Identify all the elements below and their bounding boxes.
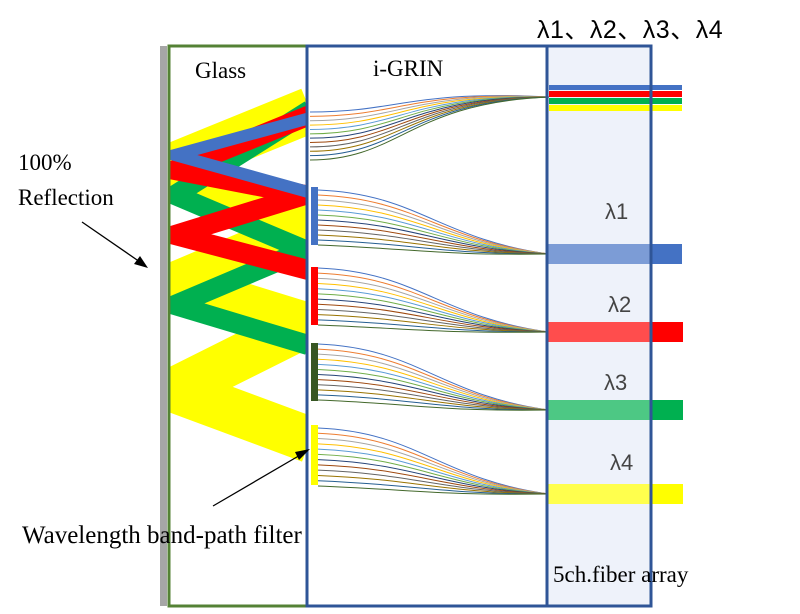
reflection-percent: 100% [18, 150, 72, 175]
glass-label: Glass [195, 58, 247, 83]
grin-ray [317, 194, 550, 255]
grin-ray [317, 272, 550, 333]
grin-ray [309, 96, 550, 161]
grin-ray [317, 348, 550, 411]
grin-ray-fans [309, 95, 550, 495]
grin-ray [309, 96, 550, 144]
grin-ray [309, 95, 550, 122]
grin-ray [309, 95, 550, 113]
grin-ray [309, 96, 550, 139]
grin-ray [317, 394, 550, 411]
grin-ray [317, 277, 550, 333]
output-green [549, 98, 682, 104]
output-lambda3 [547, 400, 683, 420]
lambda4-label: λ4 [610, 450, 634, 475]
output-lambda4 [547, 484, 683, 504]
output-yellow [549, 105, 682, 111]
grin-ray [317, 384, 550, 411]
grin-ray [317, 204, 550, 255]
filter-yellow [311, 425, 318, 485]
grin-ray [317, 319, 550, 333]
grin-ray [317, 432, 550, 495]
grin-ray [317, 438, 550, 495]
output-lambda2 [547, 322, 683, 342]
fiber-array-frame [545, 44, 653, 608]
grin-ray [309, 96, 550, 152]
grin-ray [317, 343, 550, 411]
grin-ray [317, 303, 550, 333]
grin-ray [317, 480, 550, 495]
mirror [160, 46, 167, 606]
grin-ray [309, 96, 550, 135]
grin-ray [317, 199, 550, 255]
grin-ray [309, 96, 550, 126]
grin-ray [317, 379, 550, 411]
zigzag-beams [170, 88, 308, 462]
grin-ray [317, 267, 550, 333]
grin-ray [317, 474, 550, 495]
lambda3-label: λ3 [604, 370, 628, 395]
grin-ray [317, 363, 550, 411]
reflection-word: Reflection [18, 185, 114, 210]
grin-ray [317, 234, 550, 255]
grin-ray [309, 96, 550, 130]
blue-beam [170, 112, 308, 198]
grin-ray [309, 96, 550, 148]
filter-label: Wavelength band-path filter [22, 522, 302, 549]
filter-green [311, 343, 318, 401]
grin-ray [317, 358, 550, 411]
grin-ray [317, 399, 550, 411]
grin-ray [317, 485, 550, 495]
filter-blue [311, 187, 318, 245]
grin-ray [317, 288, 550, 333]
grin-ray [317, 353, 550, 411]
grin-ray [317, 293, 550, 333]
grin-ray [317, 368, 550, 411]
igrin-label: i-GRIN [373, 56, 444, 81]
grin-ray [317, 374, 550, 411]
grin-ray [317, 239, 550, 255]
output-lambda1 [547, 244, 682, 264]
fiber-array-label: 5ch.fiber array [553, 562, 689, 587]
grin-ray [317, 469, 550, 495]
grin-ray [317, 283, 550, 333]
grin-ray [317, 448, 550, 495]
grin-ray [317, 443, 550, 495]
grin-ray [317, 214, 550, 255]
reflection-label: 100% Reflection [18, 145, 114, 215]
grin-ray [317, 298, 550, 333]
grin-ray [317, 459, 550, 495]
grin-ray [317, 244, 550, 255]
grin-ray [317, 308, 550, 333]
grin-ray [317, 314, 550, 333]
grin-ray [317, 389, 550, 411]
grin-ray [317, 324, 550, 333]
reflection-arrow [81, 221, 148, 268]
lambda1-label: λ1 [605, 199, 629, 224]
grin-ray [317, 224, 550, 255]
grin-ray [309, 95, 550, 117]
grin-ray [317, 219, 550, 255]
filter-red [311, 267, 318, 325]
grin-ray [317, 229, 550, 255]
lambda2-label: λ2 [608, 292, 632, 317]
filter-arrow [212, 449, 310, 507]
output-blue [549, 85, 682, 90]
grin-ray [317, 427, 550, 495]
grin-ray [317, 464, 550, 495]
output-red [549, 91, 682, 97]
wavelength-header: λ1、λ2、λ3、λ4 [537, 16, 724, 44]
grin-ray [317, 189, 550, 255]
grin-ray [317, 209, 550, 255]
grin-ray [317, 453, 550, 495]
